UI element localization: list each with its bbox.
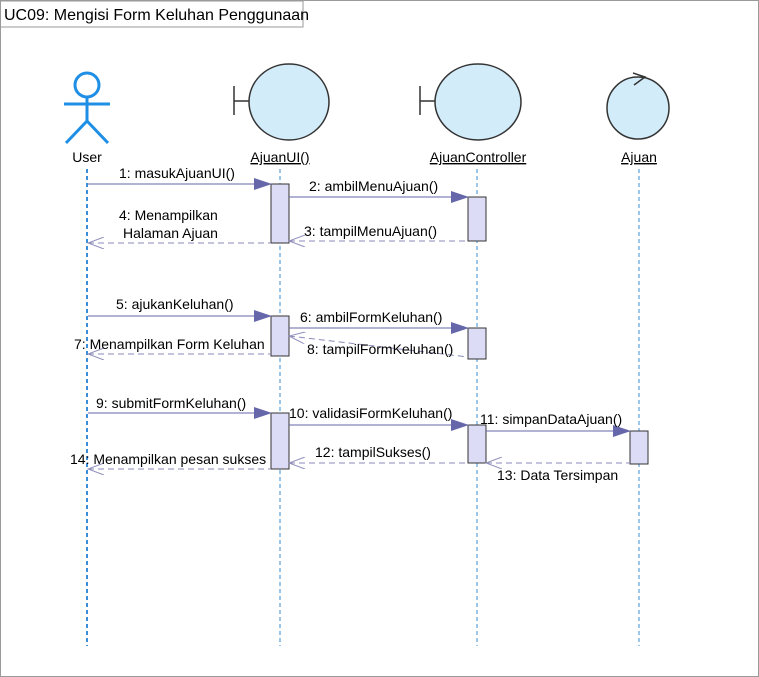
- message-label: 4: Menampilkan: [119, 207, 218, 223]
- activation-ui-2: [270, 315, 290, 357]
- activation-controller-1: [467, 196, 487, 242]
- message-label: 5: ajukanKeluhan(): [116, 296, 234, 312]
- entity-icon: [606, 72, 670, 140]
- activation-entity-1: [629, 430, 649, 465]
- activation-controller-2: [467, 327, 487, 360]
- message-label: 12: tampilSukses(): [315, 444, 431, 460]
- message-label: 8: tampilFormKeluhan(): [307, 341, 453, 357]
- message-label: 2: ambilMenuAjuan(): [309, 178, 438, 194]
- message-label: 6: ambilFormKeluhan(): [300, 309, 442, 325]
- activation-controller-3: [467, 424, 487, 464]
- lifeline-user-label: User: [72, 149, 102, 165]
- message-label: 9: submitFormKeluhan(): [96, 395, 246, 411]
- boundary-icon: [233, 63, 330, 141]
- activation-ui-1: [270, 183, 290, 244]
- lifeline-controller-label: AjuanController: [430, 149, 527, 165]
- lifeline-entity-label: Ajuan: [621, 149, 657, 165]
- message-label: 13: Data Tersimpan: [497, 467, 618, 483]
- message-label: 1: masukAjuanUI(): [119, 165, 235, 181]
- message-label: 11: simpanDataAjuan(): [480, 411, 622, 427]
- frame-title-tab: UC09: Mengisi Form Keluhan Penggunaan: [1, 1, 309, 28]
- message-label: 10: validasiFormKeluhan(): [289, 405, 452, 421]
- message-label: Halaman Ajuan: [123, 225, 218, 241]
- message-label: 7: Menampilkan Form Keluhan: [74, 336, 265, 352]
- controller-icon: [419, 63, 522, 141]
- lifeline-ui-label: AjuanUI(): [250, 149, 309, 165]
- message-label: 14: Menampilkan pesan sukses: [70, 451, 266, 467]
- frame-title: UC09: Mengisi Form Keluhan Penggunaan: [4, 7, 309, 24]
- return-arrow: [289, 336, 469, 358]
- activation-ui-3: [270, 412, 290, 470]
- user-actor-icon: [64, 71, 110, 145]
- message-label: 3: tampilMenuAjuan(): [304, 223, 437, 239]
